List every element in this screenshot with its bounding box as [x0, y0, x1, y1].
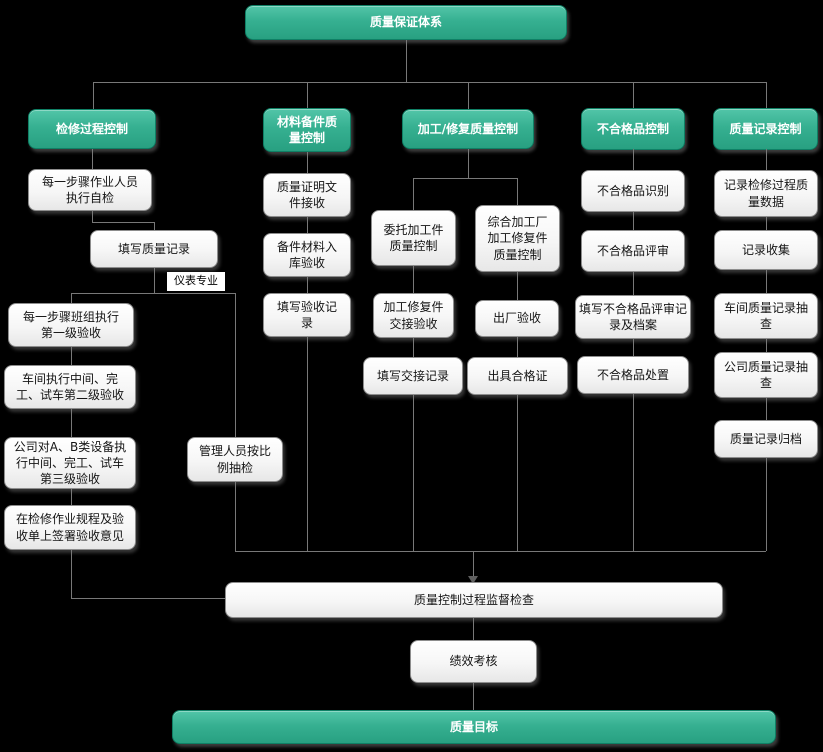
- node-record-collection: 记录收集: [714, 230, 818, 270]
- node-nonconforming-identify: 不合格品识别: [581, 170, 685, 212]
- node-company-record-check: 公司质量记录抽 查: [714, 352, 818, 398]
- connector-line: [406, 40, 407, 82]
- node-management-sampling: 管理人员按比 例抽检: [187, 437, 283, 482]
- node-performance-assessment: 绩效考核: [410, 640, 537, 683]
- connector-line: [413, 338, 414, 357]
- connector-line: [633, 272, 634, 295]
- connector-line: [307, 337, 308, 551]
- header-processing-repair-quality-control: 加工/修复质量控制: [402, 109, 534, 149]
- connector-line: [154, 222, 155, 230]
- node-fill-acceptance-record: 填写验收记 录: [263, 293, 351, 337]
- node-fill-quality-record: 填写质量记录: [90, 230, 218, 268]
- connector-line: [766, 82, 767, 109]
- node-second-level-acceptance: 车间执行中间、完 工、试车第二级验收: [4, 365, 136, 409]
- connector-line: [71, 489, 72, 505]
- node-issue-certificate: 出具合格证: [467, 357, 568, 395]
- connector-line: [766, 149, 767, 170]
- connector-line: [517, 395, 518, 551]
- node-integrated-plant-control: 综合加工厂 加工修复件 质量控制: [475, 205, 560, 272]
- connector-line: [92, 211, 93, 222]
- connector-line: [517, 337, 518, 357]
- connector-line: [93, 82, 766, 83]
- connector-line: [413, 266, 414, 293]
- connector-line: [92, 149, 93, 169]
- connector-line: [766, 217, 767, 230]
- node-quality-goal: 质量目标: [172, 710, 776, 744]
- connector-line: [92, 222, 154, 223]
- connector-line: [235, 293, 236, 437]
- connector-line: [766, 339, 767, 352]
- node-sign-acceptance-opinion: 在检修作业规程及验 收单上签署验收意见: [4, 505, 136, 550]
- connector-line: [468, 82, 469, 109]
- node-handover-acceptance: 加工修复件 交接验收: [373, 293, 454, 338]
- connector-line: [71, 550, 72, 598]
- node-supervision-inspection: 质量控制过程监督检查: [225, 582, 723, 618]
- connector-line: [235, 551, 766, 552]
- node-factory-acceptance: 出厂验收: [475, 300, 559, 337]
- connector-line: [71, 409, 72, 437]
- connector-line: [154, 268, 155, 293]
- connector-line: [413, 395, 414, 551]
- node-nonconforming-review: 不合格品评审: [581, 230, 685, 272]
- node-self-inspection: 每一步骤作业人员 执行自检: [28, 169, 152, 211]
- connector-line: [766, 398, 767, 420]
- node-fill-handover-record: 填写交接记录: [363, 357, 463, 395]
- connector-line: [517, 272, 518, 300]
- node-third-level-acceptance: 公司对A、B类设备执 行中间、完工、试车 第三级验收: [4, 437, 136, 489]
- connector-line: [307, 82, 308, 108]
- connector-line: [235, 482, 236, 551]
- connector-line: [468, 149, 469, 178]
- node-workshop-record-check: 车间质量记录抽 查: [714, 293, 818, 339]
- node-warehouse-acceptance: 备件材料入 库验收: [263, 233, 351, 277]
- connector-line: [633, 82, 634, 109]
- header-nonconforming-product-control: 不合格品控制: [581, 108, 685, 150]
- node-quality-cert-receipt: 质量证明文 件接收: [263, 173, 351, 217]
- connector-line: [633, 149, 634, 170]
- header-overhaul-process-control: 检修过程控制: [28, 109, 156, 149]
- node-outsourced-parts-control: 委托加工件 质量控制: [371, 210, 456, 266]
- connector-line: [307, 152, 308, 173]
- node-record-archive: 质量记录归档: [714, 420, 818, 458]
- label-instrument-specialty: 仪表专业: [167, 272, 225, 291]
- connector-line: [307, 217, 308, 233]
- connector-line: [413, 178, 414, 210]
- connector-line: [517, 178, 518, 205]
- connector-line: [473, 551, 474, 577]
- connector-line: [71, 293, 235, 294]
- connector-line: [633, 394, 634, 551]
- header-quality-record-control: 质量记录控制: [713, 108, 818, 150]
- connector-line: [71, 347, 72, 365]
- connector-line: [413, 178, 517, 179]
- arrow-down-icon: [468, 576, 478, 584]
- header-material-spare-quality-control: 材料备件质 量控制: [263, 108, 351, 152]
- node-first-level-acceptance: 每一步骤班组执行 第一级验收: [8, 303, 134, 347]
- connector-line: [473, 683, 474, 710]
- connector-line: [633, 339, 634, 356]
- node-record-process-data: 记录检修过程质 量数据: [714, 170, 818, 217]
- connector-line: [766, 458, 767, 551]
- connector-line: [633, 212, 634, 230]
- connector-line: [71, 598, 225, 599]
- root-quality-assurance-system: 质量保证体系: [245, 5, 567, 40]
- connector-line: [71, 293, 72, 303]
- connector-line: [473, 618, 474, 640]
- connector-line: [766, 270, 767, 293]
- node-fill-review-record: 填写不合格品评审记 录及档案: [575, 295, 691, 339]
- node-nonconforming-disposal: 不合格品处置: [577, 356, 689, 394]
- connector-line: [307, 277, 308, 293]
- connector-line: [93, 82, 94, 109]
